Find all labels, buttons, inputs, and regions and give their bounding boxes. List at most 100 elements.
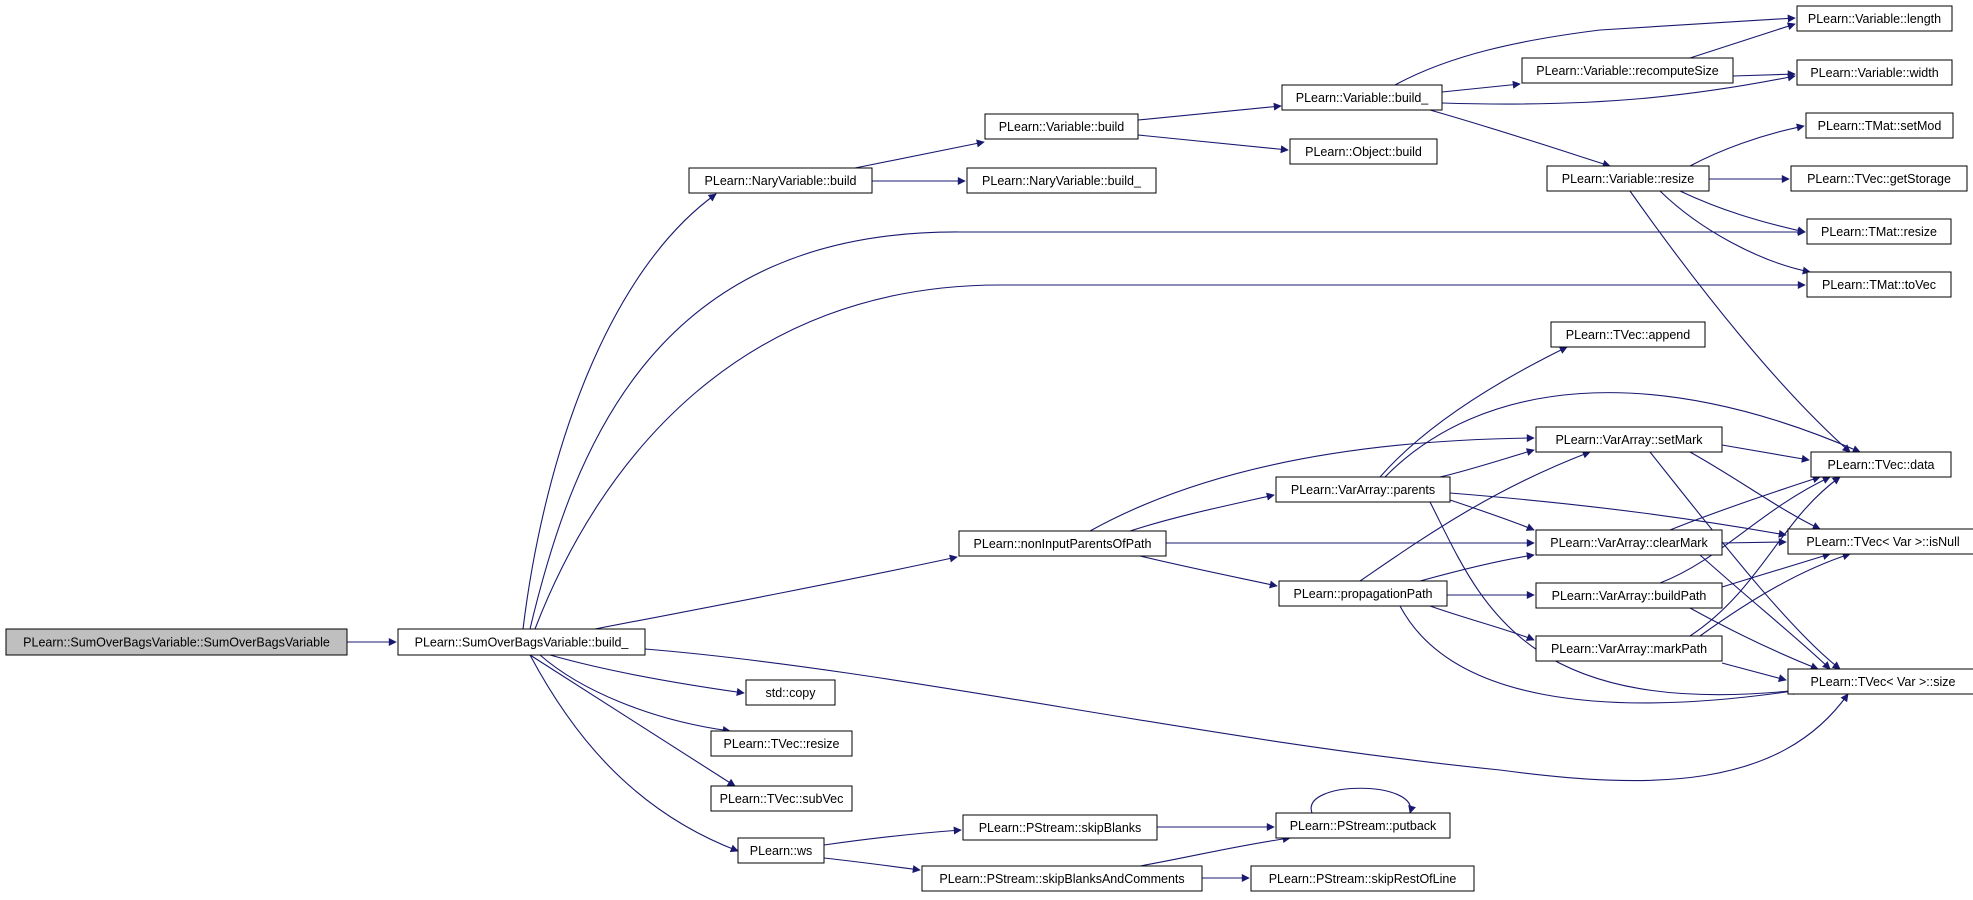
edge-n29-n30 xyxy=(823,826,962,846)
node-n5[interactable]: PLearn::Variable::build_ xyxy=(1281,84,1443,111)
node-n25[interactable]: PLearn::TVec< Var >::size xyxy=(1787,668,1973,695)
node-box xyxy=(1787,668,1973,695)
edge-n7-n10 xyxy=(1732,70,1796,79)
edge-n18-n21 xyxy=(1449,492,1787,538)
node-box xyxy=(397,628,646,656)
node-box xyxy=(688,167,873,194)
node-n23[interactable]: PLearn::VarArray::buildPath xyxy=(1535,582,1723,609)
node-label: PLearn::NaryVariable::build xyxy=(705,174,857,188)
edge-n19-n16 xyxy=(1089,434,1535,532)
node-box xyxy=(1790,165,1968,192)
edge-n8-n14 xyxy=(1659,190,1811,275)
node-box xyxy=(1535,426,1723,453)
edge-n16-n17 xyxy=(1721,444,1810,463)
node-label: PLearn::PStream::skipBlanks xyxy=(979,821,1142,835)
edge-n5-n7 xyxy=(1441,80,1521,93)
node-label: PLearn::Variable::build xyxy=(999,120,1125,134)
node-n29[interactable]: PLearn::ws xyxy=(737,837,825,864)
edge-n31-n31 xyxy=(1310,787,1416,814)
node-label: PLearn::TVec< Var >::isNull xyxy=(1806,535,1959,549)
node-n14[interactable]: PLearn::TMat::toVec xyxy=(1806,271,1952,298)
node-label: PLearn::VarArray::markPath xyxy=(1551,642,1707,656)
node-n12[interactable]: PLearn::TVec::getStorage xyxy=(1790,165,1968,192)
node-label: PLearn::TMat::setMod xyxy=(1818,119,1942,133)
edge-n23-n21 xyxy=(1721,552,1831,588)
node-box xyxy=(1535,529,1723,556)
node-label: PLearn::SumOverBagsVariable::build_ xyxy=(415,636,630,650)
edge-n24-n17 xyxy=(1689,476,1841,637)
node-box xyxy=(1546,165,1710,192)
node-n10[interactable]: PLearn::Variable::width xyxy=(1796,59,1953,86)
node-n30[interactable]: PLearn::PStream::skipBlanks xyxy=(962,814,1158,841)
edge-n7-n9 xyxy=(1689,22,1796,59)
node-box xyxy=(745,679,836,706)
node-box xyxy=(1806,218,1952,245)
edge-n1-n2 xyxy=(522,193,717,630)
node-label: PLearn::VarArray::parents xyxy=(1291,483,1435,497)
node-n3[interactable]: PLearn::Variable::build xyxy=(984,113,1139,140)
node-label: std::copy xyxy=(765,686,816,700)
node-box xyxy=(1275,476,1451,503)
node-n15[interactable]: PLearn::TVec::append xyxy=(1550,321,1706,348)
node-n21[interactable]: PLearn::TVec< Var >::isNull xyxy=(1787,528,1973,555)
edge-n18-n25 xyxy=(1429,501,1801,696)
node-n26[interactable]: std::copy xyxy=(745,679,836,706)
node-box xyxy=(1535,582,1723,609)
node-n4[interactable]: PLearn::NaryVariable::build_ xyxy=(966,167,1157,194)
node-n27[interactable]: PLearn::TVec::resize xyxy=(710,730,853,757)
node-n2[interactable]: PLearn::NaryVariable::build xyxy=(688,167,873,194)
edge-n22-n16 xyxy=(1359,450,1591,582)
node-label: PLearn::NaryVariable::build_ xyxy=(982,174,1142,188)
node-label: PLearn::TVec::getStorage xyxy=(1807,172,1951,186)
node-n8[interactable]: PLearn::Variable::resize xyxy=(1546,165,1710,192)
node-n6[interactable]: PLearn::Object::build xyxy=(1289,138,1438,165)
edge-n23-n17 xyxy=(1659,476,1831,584)
node-n32[interactable]: PLearn::PStream::skipBlanksAndComments xyxy=(921,865,1203,892)
edge-n19-n22 xyxy=(1139,555,1278,589)
node-n31[interactable]: PLearn::PStream::putback xyxy=(1275,812,1451,839)
node-n19[interactable]: PLearn::nonInputParentsOfPath xyxy=(958,530,1167,557)
node-box xyxy=(1796,5,1953,32)
node-n17[interactable]: PLearn::TVec::data xyxy=(1810,451,1952,478)
node-label: PLearn::TMat::toVec xyxy=(1822,278,1936,292)
node-label: PLearn::TVec::append xyxy=(1566,328,1690,342)
node-label: PLearn::TVec< Var >::size xyxy=(1811,675,1956,689)
edge-n1-n29 xyxy=(529,654,739,853)
node-label: PLearn::TVec::data xyxy=(1827,458,1934,472)
node-n11[interactable]: PLearn::TMat::setMod xyxy=(1805,112,1954,139)
node-box xyxy=(1535,635,1723,662)
node-label: PLearn::TVec::subVec xyxy=(720,792,844,806)
node-n13[interactable]: PLearn::TMat::resize xyxy=(1806,218,1952,245)
edge-n18-n15 xyxy=(1379,346,1568,478)
node-n0[interactable]: PLearn::SumOverBagsVariable::SumOverBags… xyxy=(5,628,348,656)
node-label: PLearn::PStream::putback xyxy=(1290,819,1437,833)
edge-n8-n17 xyxy=(1629,190,1851,453)
node-n20[interactable]: PLearn::VarArray::clearMark xyxy=(1535,529,1723,556)
edge-n24-n21 xyxy=(1699,552,1851,637)
node-n1[interactable]: PLearn::SumOverBagsVariable::build_ xyxy=(397,628,646,656)
node-n22[interactable]: PLearn::propagationPath xyxy=(1278,580,1448,607)
node-box xyxy=(1289,138,1438,165)
node-n16[interactable]: PLearn::VarArray::setMark xyxy=(1535,426,1723,453)
edge-n20-n17 xyxy=(1669,475,1821,531)
node-n33[interactable]: PLearn::PStream::skipRestOfLine xyxy=(1250,865,1475,892)
edge-n22-n24 xyxy=(1429,605,1535,641)
node-label: PLearn::PStream::skipBlanksAndComments xyxy=(939,872,1184,886)
node-label: PLearn::Variable::length xyxy=(1808,12,1941,26)
node-n7[interactable]: PLearn::Variable::recomputeSize xyxy=(1521,57,1734,84)
node-n9[interactable]: PLearn::Variable::length xyxy=(1796,5,1953,32)
edge-n23-n25 xyxy=(1689,607,1819,671)
node-box xyxy=(710,785,853,812)
node-label: PLearn::VarArray::clearMark xyxy=(1550,536,1708,550)
edge-n16-n21 xyxy=(1689,451,1821,530)
node-box xyxy=(1796,59,1953,86)
node-n24[interactable]: PLearn::VarArray::markPath xyxy=(1535,635,1723,662)
edge-n20-n21 xyxy=(1721,538,1787,547)
edge-n1-n13 xyxy=(529,228,1806,630)
edge-n1-n25 xyxy=(644,648,1849,782)
node-label: PLearn::Object::build xyxy=(1305,145,1422,159)
node-label: PLearn::VarArray::setMark xyxy=(1555,433,1703,447)
node-n28[interactable]: PLearn::TVec::subVec xyxy=(710,785,853,812)
node-n18[interactable]: PLearn::VarArray::parents xyxy=(1275,476,1451,503)
